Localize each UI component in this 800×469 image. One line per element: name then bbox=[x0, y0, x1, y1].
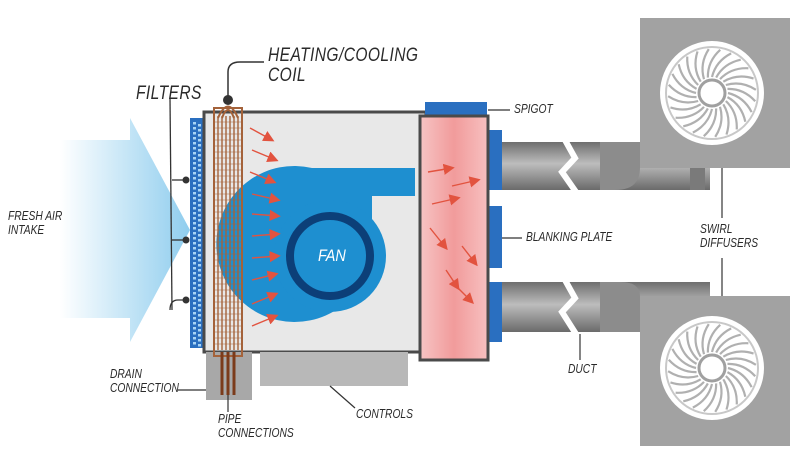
pipe-connections bbox=[220, 352, 236, 395]
drain-connection-label-line1: DRAIN bbox=[110, 367, 142, 381]
blanking-plate-label: BLANKING PLATE bbox=[526, 230, 613, 244]
pipe-connections-label-line2: CONNECTIONS bbox=[218, 426, 294, 440]
pipe-connections-label-line1: PIPE bbox=[218, 412, 242, 426]
fresh-air-arrow bbox=[60, 118, 190, 342]
duct-break-lower bbox=[558, 278, 579, 336]
swirl-diffusers-label-line1: SWIRL bbox=[700, 222, 733, 236]
outlet-plenum bbox=[418, 114, 490, 362]
spigot-label: SPIGOT bbox=[514, 102, 553, 116]
blanking-plate bbox=[488, 206, 502, 268]
fresh-air-label-line1: FRESH AIR bbox=[8, 209, 63, 223]
controls-box bbox=[260, 352, 408, 386]
duct-label: DUCT bbox=[568, 362, 597, 376]
swirl-diffuser-upper bbox=[640, 18, 790, 168]
fan-label: FAN bbox=[318, 246, 346, 265]
duct-break-upper bbox=[558, 138, 579, 194]
coil-label-line2: COIL bbox=[268, 65, 307, 86]
controls-label: CONTROLS bbox=[356, 407, 413, 421]
filters-label: FILTERS bbox=[136, 83, 202, 104]
drain-connection-label-line2: CONNECTION bbox=[110, 381, 179, 395]
spigot-lower bbox=[488, 282, 502, 342]
spigot-upper bbox=[488, 130, 502, 190]
fresh-air-label-line2: INTAKE bbox=[8, 223, 45, 237]
filter bbox=[190, 118, 204, 348]
swirl-diffusers-label-line2: DIFFUSERS bbox=[700, 236, 759, 250]
coil-label-line1: HEATING/COOLING bbox=[268, 45, 419, 66]
spigot-top bbox=[425, 102, 487, 116]
fan-ring bbox=[286, 212, 374, 300]
swirl-diffuser-lower bbox=[640, 296, 790, 446]
